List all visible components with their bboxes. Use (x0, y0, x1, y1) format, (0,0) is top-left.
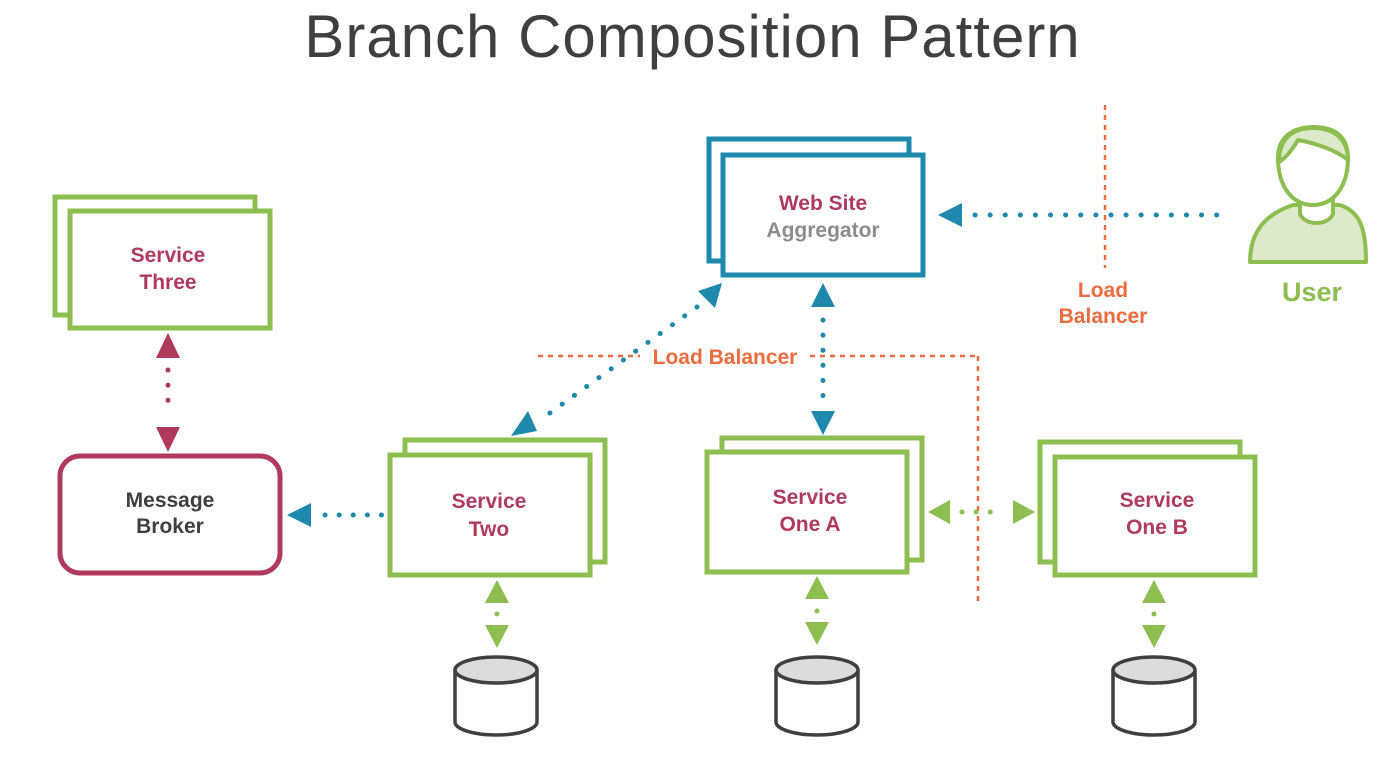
user-label: User (1282, 277, 1343, 307)
connector-service-one-a-db (805, 576, 829, 645)
message-broker-label-2: Broker (136, 515, 204, 538)
aggregator-label: Aggregator (766, 219, 879, 242)
service-three-node: Service Three (52, 194, 273, 331)
service-three-label-1: Service (131, 244, 206, 267)
service-one-a-label-2: One A (779, 513, 840, 536)
connector-one-a-one-b (928, 500, 1035, 524)
connector-service-two-db (485, 580, 509, 648)
service-two-node: Service Two (387, 437, 608, 578)
load-balancer-vertical: Load Balancer (1059, 105, 1148, 328)
database-icon (774, 655, 860, 737)
connector-web-site-service-one-a (811, 283, 835, 435)
service-one-b-label-2: One B (1126, 516, 1188, 539)
connector-service-two-to-broker (287, 503, 386, 527)
service-one-b-node: Service One B (1037, 439, 1258, 578)
lb-vertical-label-2: Balancer (1059, 305, 1148, 328)
lb-vertical-label-1: Load (1078, 279, 1128, 302)
service-one-a-node: Service One A (704, 435, 925, 575)
service-two-label-1: Service (452, 490, 527, 513)
connector-web-site-service-two (511, 283, 722, 436)
database-icon (453, 655, 539, 737)
connector-user-to-web-site (938, 203, 1225, 227)
user-icon: User (1248, 124, 1368, 307)
connector-service-one-b-db (1142, 580, 1166, 648)
message-broker-label-1: Message (126, 489, 215, 512)
web-site-aggregator-node: Web Site Aggregator (706, 136, 926, 278)
load-balancer-horizontal: Load Balancer (538, 346, 980, 605)
connector-service-three-broker (156, 333, 180, 452)
message-broker-node: Message Broker (57, 453, 283, 576)
service-two-label-2: Two (469, 518, 509, 541)
lb-horizontal-label: Load Balancer (653, 346, 798, 369)
service-one-a-label-1: Service (773, 486, 848, 509)
diagram-title: Branch Composition Pattern (304, 3, 1081, 70)
web-site-label: Web Site (779, 192, 867, 215)
service-one-b-label-1: Service (1120, 489, 1195, 512)
database-icon (1111, 655, 1197, 737)
service-three-label-2: Three (139, 271, 196, 294)
